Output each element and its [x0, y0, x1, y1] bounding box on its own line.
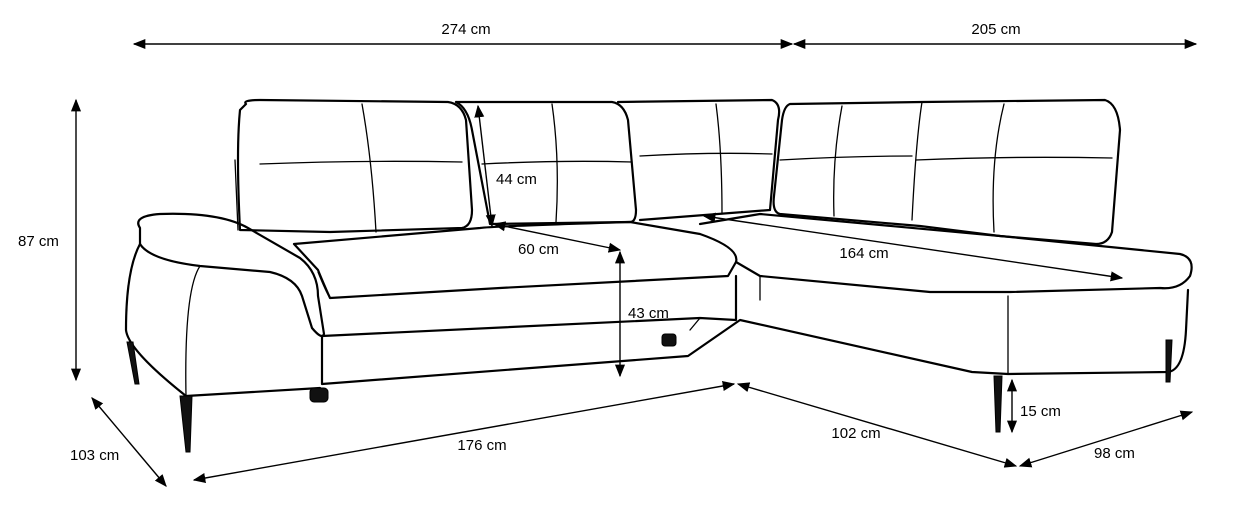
dimension-label-top-right-width: 205 cm [971, 21, 1020, 38]
dimension-label-seat-height: 43 cm [628, 305, 669, 322]
dimension-label-seat-depth: 60 cm [518, 241, 559, 258]
dimension-label-left-depth: 103 cm [70, 447, 119, 464]
dimension-label-front-length: 176 cm [457, 437, 506, 454]
dimension-label-chaise-width: 98 cm [1094, 445, 1135, 462]
dimension-label-chaise-length: 102 cm [831, 425, 880, 442]
dimension-lines [70, 38, 1198, 487]
dimension-label-leg-height: 15 cm [1020, 403, 1061, 420]
dimension-label-backrest-height: 44 cm [496, 171, 537, 188]
dimension-label-total-height: 87 cm [18, 233, 59, 250]
dimension-label-chaise-seat-length: 164 cm [839, 245, 888, 262]
sofa-outline [124, 98, 1193, 453]
dimension-label-top-left-width: 274 cm [441, 21, 490, 38]
